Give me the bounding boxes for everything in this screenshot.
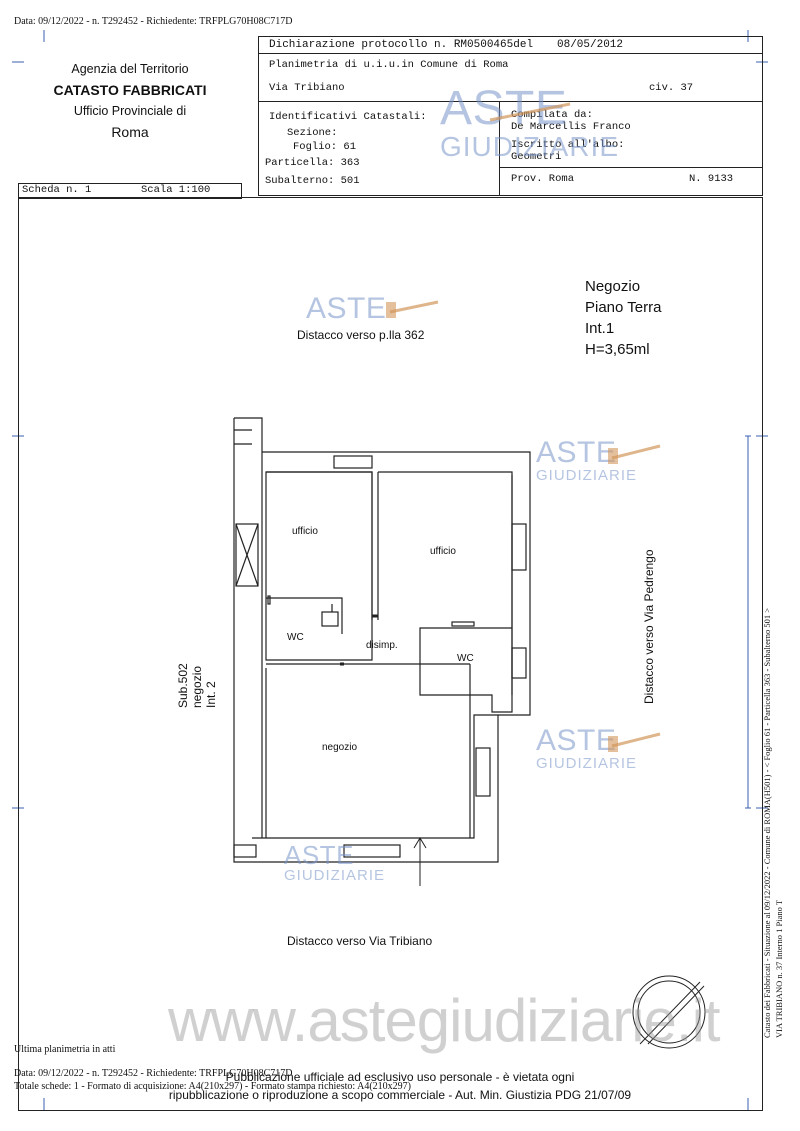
- aste-watermark-header: ASTE GIUDIZIARIE: [440, 82, 620, 162]
- street-label: Via Tribiano: [269, 82, 345, 94]
- foglio-label: Foglio: 61: [293, 141, 357, 153]
- notice-line1: Pubblicazione ufficiale ad esclusivo uso…: [225, 1070, 575, 1084]
- room-ufficio-left: ufficio: [292, 526, 318, 537]
- plan-title-line4: H=3,65ml: [585, 341, 650, 358]
- aste-watermark-1: ASTE: [306, 292, 387, 325]
- plan-title-line2: Piano Terra: [585, 299, 662, 316]
- aste-watermark-4: ASTE GIUDIZIARIE: [284, 840, 386, 884]
- agency-header: Agenzia del Territorio CATASTO FABBRICAT…: [20, 36, 240, 184]
- office-label: Ufficio Provinciale di: [73, 104, 187, 118]
- subalterno-label: Subalterno: 501: [265, 175, 360, 187]
- declaration-date: 08/05/2012: [557, 39, 624, 51]
- particella-label: Particella: 363: [265, 157, 360, 169]
- iscritto-label: Iscritto all'albo:: [511, 139, 625, 151]
- site-watermark: www.astegiudiziarie.it: [168, 987, 721, 1054]
- agency-name: Agenzia del Territorio: [71, 62, 189, 76]
- notice-line2: ripubblicazione o riproduzione a scopo c…: [168, 1088, 632, 1102]
- scheda-number: Scheda n. 1: [22, 184, 92, 196]
- footer-totale: Totale schede: 1 - Formato di acquisizio…: [14, 1081, 411, 1092]
- room-negozio: negozio: [322, 742, 358, 753]
- planimetria-label: Planimetria di u.i.u.in Comune di Roma: [269, 59, 509, 71]
- room-ufficio-right: ufficio: [430, 546, 456, 557]
- distacco-top: Distacco verso p.lla 362: [297, 328, 425, 342]
- registration-number: N. 9133: [689, 173, 734, 185]
- iscritto-value: Geometri: [511, 151, 562, 163]
- request-note: Data: 09/12/2022 - n. T292452 - Richiede…: [14, 16, 293, 27]
- room-disimp: disimp.: [366, 640, 398, 651]
- distacco-bottom: Distacco verso Via Tribiano: [287, 934, 433, 948]
- civic-number: civ. 37: [649, 82, 694, 94]
- side-catasto-text: Catasto dei Fabbricati - Situazione al 0…: [762, 607, 772, 1038]
- room-wc-right: WC: [457, 653, 474, 664]
- identificativi-label: Identificativi Catastali:: [269, 111, 427, 123]
- room-wc-left: WC: [287, 632, 304, 643]
- catasto-title: CATASTO FABBRICATI: [53, 82, 207, 98]
- sezione-label: Sezione:: [287, 127, 338, 139]
- footer-data: Data: 09/12/2022 - n. T292452 - Richiede…: [14, 1068, 293, 1079]
- plan-title-line3: Int.1: [585, 320, 615, 337]
- prov-label: Prov. Roma: [511, 173, 575, 185]
- declaration-box: Dichiarazione protocollo n. RM0500465del…: [258, 36, 763, 196]
- aste-watermark-2: ASTE GIUDIZIARIE: [536, 436, 638, 484]
- compilata-name: De Marcellis Franco: [511, 121, 631, 133]
- scheda-box: Scheda n. 1 Scala 1:100: [18, 183, 242, 199]
- drawing-frame: [18, 197, 763, 1111]
- aste-watermark-3: ASTE GIUDIZIARIE: [536, 724, 638, 772]
- side-address-text: VIA TRIBIANO n. 37 Interno 1 Piano T: [774, 899, 784, 1038]
- footer-ultima: Ultima planimetria in atti: [14, 1044, 116, 1055]
- north-arrow-icon: [632, 975, 706, 1049]
- declaration-title: Dichiarazione protocollo n. RM0500465del: [269, 39, 534, 51]
- scale-label: Scala 1:100: [141, 184, 211, 196]
- office-city: Roma: [111, 124, 149, 140]
- plan-title-line1: Negozio: [585, 278, 641, 295]
- plan-title: Negozio Piano Terra Int.1 H=3,65ml: [585, 276, 661, 360]
